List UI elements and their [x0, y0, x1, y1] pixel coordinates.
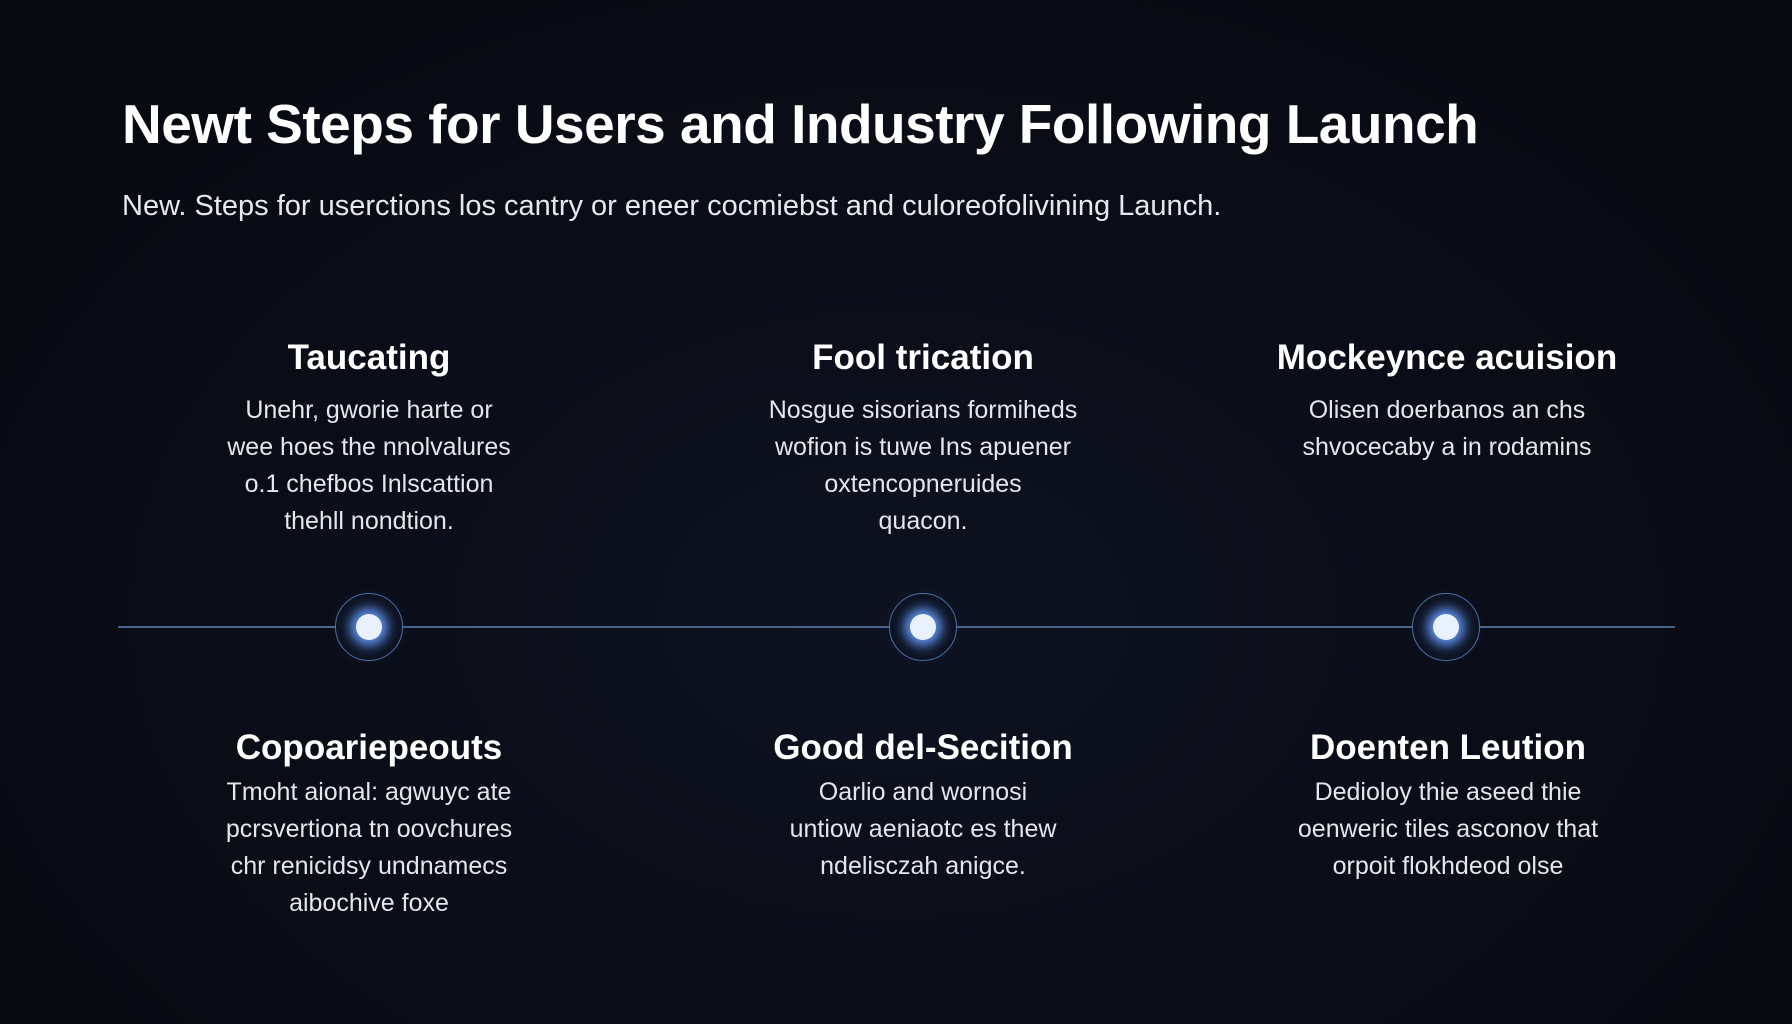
page-subtitle: New. Steps for userctions los cantry or … — [122, 190, 1222, 222]
glow-dot-icon — [1433, 614, 1459, 640]
item-heading: Good del-Secition — [773, 728, 1073, 767]
timeline-node-2 — [889, 593, 957, 661]
item-heading: Mockeynce acuision — [1276, 338, 1618, 377]
item-body-line: Oarlio and wornosi — [818, 778, 1028, 806]
item-body-line: orpoit flokhdeod olse — [1332, 852, 1564, 880]
item-body-line: Olisen doerbanos an chs — [1308, 396, 1586, 424]
item-body-line: Unehr, gworie harte or — [245, 396, 493, 424]
item-heading: Taucating — [287, 338, 451, 377]
glow-dot-icon — [356, 614, 382, 640]
bottom-item-2: Good del-Secition Oarlio and wornosi unt… — [683, 728, 1163, 885]
item-heading: Copoariepeouts — [235, 728, 503, 767]
item-body-line: oxtencopneruides — [824, 470, 1022, 498]
item-body-line: Dedioloy thie aseed thie — [1314, 778, 1582, 806]
item-body-line: chr renicidsy undnamecs — [230, 852, 508, 880]
top-item-3: Mockeynce acuision Olisen doerbanos an c… — [1207, 338, 1687, 466]
item-body-line: oenweric tiles asconov that — [1297, 815, 1599, 843]
item-body-line: aibochive foxe — [289, 889, 449, 917]
top-item-1: Taucating Unehr, gworie harte or wee hoe… — [129, 338, 609, 540]
timeline-node-3 — [1412, 593, 1480, 661]
bottom-item-3: Doenten Leution Dedioloy thie aseed thie… — [1208, 728, 1688, 885]
item-heading: Fool trication — [812, 338, 1034, 377]
item-body-line: shvocecaby a in rodamins — [1302, 433, 1592, 461]
item-body-line: ndelisczah anigce. — [820, 852, 1026, 880]
top-item-2: Fool trication Nosgue sisorians formihed… — [683, 338, 1163, 540]
item-body-line: wee hoes the nnolvalures — [227, 433, 511, 461]
item-body-line: Tmoht aional: agwuyc ate — [226, 778, 512, 806]
item-heading: Doenten Leution — [1309, 728, 1587, 767]
item-body-line: wofion is tuwe Ins apuener — [774, 433, 1071, 461]
item-body-line: pcrsvertiona tn oovchures — [225, 815, 513, 843]
timeline-node-1 — [335, 593, 403, 661]
page-title: Newt Steps for Users and Industry Follow… — [122, 93, 1479, 155]
item-body-line: thehll nondtion. — [284, 507, 454, 535]
item-body-line: untiow aeniaotc es thew — [789, 815, 1057, 843]
item-body-line: Nosgue sisorians formiheds — [768, 396, 1078, 424]
bottom-item-1: Copoariepeouts Tmoht aional: agwuyc ate … — [129, 728, 609, 922]
glow-dot-icon — [910, 614, 936, 640]
item-body-line: quacon. — [878, 507, 968, 535]
item-body-line: o.1 chefbos Inlscattion — [244, 470, 494, 498]
